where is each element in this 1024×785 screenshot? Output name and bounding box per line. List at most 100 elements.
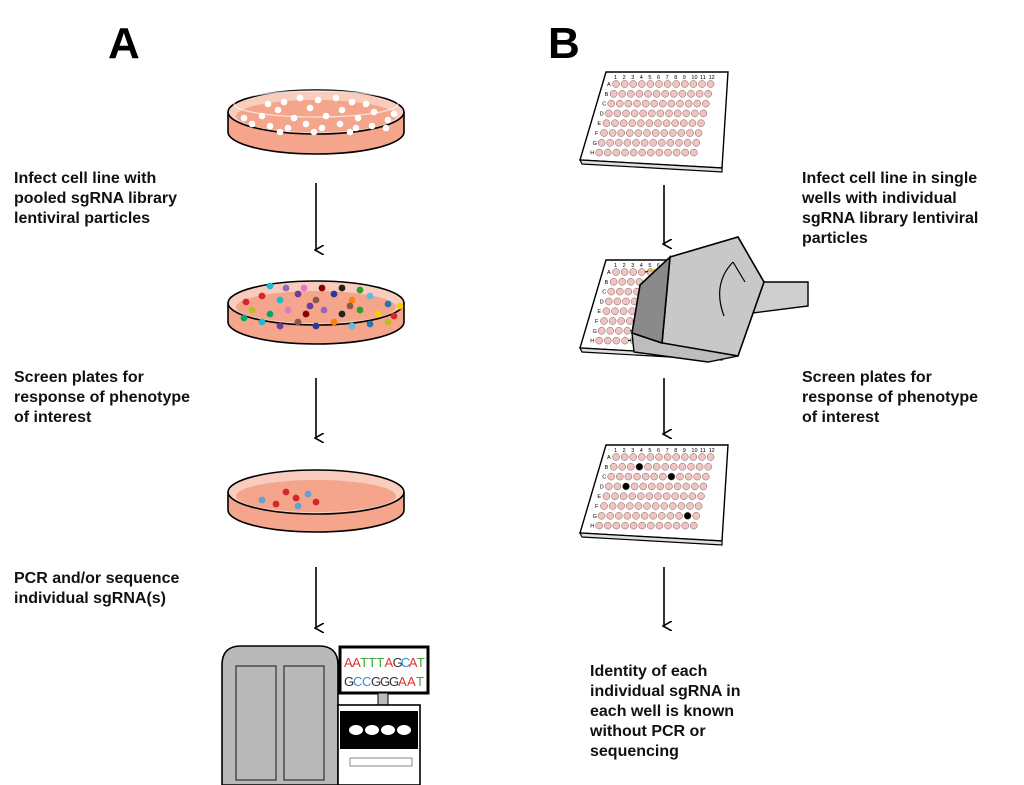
nucleotide-letter: C [353, 674, 362, 689]
plate-well [621, 148, 629, 157]
cell-dot [242, 298, 250, 306]
plate-well [645, 119, 654, 127]
plate-row-label: D [600, 484, 604, 490]
plate-well [619, 492, 628, 500]
cell-dot [294, 502, 302, 510]
plate-well [704, 463, 712, 471]
plate-well [637, 119, 645, 127]
plate-well [683, 139, 692, 147]
cell-dot [302, 120, 310, 128]
plate-well [665, 482, 673, 491]
cell-dot [384, 318, 392, 326]
plate-row-label: E [597, 121, 601, 127]
plate-well [678, 90, 687, 98]
plate-well [621, 336, 629, 345]
plate-well [616, 472, 624, 481]
plate-well [640, 139, 649, 147]
cell-dot [384, 300, 392, 308]
plate-well [660, 502, 668, 510]
cell-dot [272, 500, 280, 508]
plate-well [684, 472, 693, 481]
cell-dot [346, 128, 354, 136]
plate-row-label: B [605, 92, 609, 98]
plate-well [630, 482, 639, 491]
plate-row-label: B [605, 465, 609, 471]
plate-well [683, 512, 692, 520]
plate-row-label: C [602, 290, 606, 296]
plate-well [612, 521, 621, 530]
cell-dot [348, 322, 356, 330]
plate-well [684, 99, 693, 108]
petri-dish-pooled [227, 280, 405, 345]
cell-dot [294, 318, 302, 326]
plate-well [627, 90, 635, 98]
plate-row-label: C [602, 102, 606, 108]
cell-dot [330, 290, 338, 298]
plate-well [650, 99, 658, 108]
plate-well [672, 80, 680, 88]
panel-a-step-2-text: Screen plates for response of phenotype … [14, 369, 191, 426]
plate-well [617, 129, 625, 137]
plate-well [606, 139, 614, 147]
plate-well [655, 148, 664, 157]
nucleotide-letter: T [360, 655, 368, 670]
cell-dot [338, 310, 346, 318]
plate-column-label: 3 [631, 448, 634, 454]
plate-well [602, 119, 611, 127]
plate-well [620, 268, 629, 276]
plate-well [689, 453, 698, 461]
cell-dot [292, 494, 300, 502]
plate-well [608, 129, 617, 137]
plate-well [612, 268, 620, 276]
plate-well [667, 99, 676, 108]
nucleotide-letter: A [407, 674, 416, 689]
plate-well [691, 482, 699, 491]
plate-well [671, 492, 679, 500]
panel-a-step-3-text: PCR and/or sequence individual sgRNA(s) [14, 570, 180, 607]
plate-well [681, 148, 689, 157]
plate-well [681, 80, 689, 88]
plate-well [618, 90, 626, 98]
plate-well [605, 109, 613, 118]
cell-dot [258, 112, 266, 120]
cell-dot [264, 100, 272, 108]
plate-well [616, 287, 624, 296]
plate-well [671, 119, 679, 127]
plate-well [641, 99, 650, 108]
plate-well [633, 472, 641, 481]
cell-dot [338, 106, 346, 114]
dish-3-cells [258, 488, 320, 510]
plate-well [628, 492, 636, 500]
nucleotide-letter: C [362, 674, 371, 689]
plate-row-label: E [597, 494, 601, 500]
plate-row-label: F [595, 319, 599, 325]
plate-row-label: B [605, 280, 609, 286]
plate-well [615, 139, 623, 147]
cell-dot [248, 120, 256, 128]
plate-column-label: 1 [614, 448, 617, 454]
plate-column-label: 2 [623, 75, 626, 81]
plate-well [680, 119, 688, 127]
plate-well [658, 512, 666, 520]
plate-well [606, 512, 614, 520]
plate-well [697, 119, 705, 127]
plate-well [676, 472, 684, 481]
plate-well [624, 287, 633, 296]
plate-well [663, 80, 672, 88]
plate-column-label: 5 [648, 263, 651, 269]
plate-well [676, 99, 684, 108]
cell-dot [318, 284, 326, 292]
panel-b-step-1-text: Infect cell line in single wells with in… [802, 170, 979, 247]
cell-dot [356, 306, 364, 314]
cell-dot [258, 318, 266, 326]
plate-well [641, 472, 650, 481]
plate-well [619, 119, 628, 127]
plate-well [682, 482, 690, 491]
plate-well [634, 129, 643, 137]
cell-dot [346, 302, 354, 310]
cell-dot [396, 302, 404, 310]
plate-row-label: C [602, 475, 606, 481]
cell-dot [240, 314, 248, 322]
